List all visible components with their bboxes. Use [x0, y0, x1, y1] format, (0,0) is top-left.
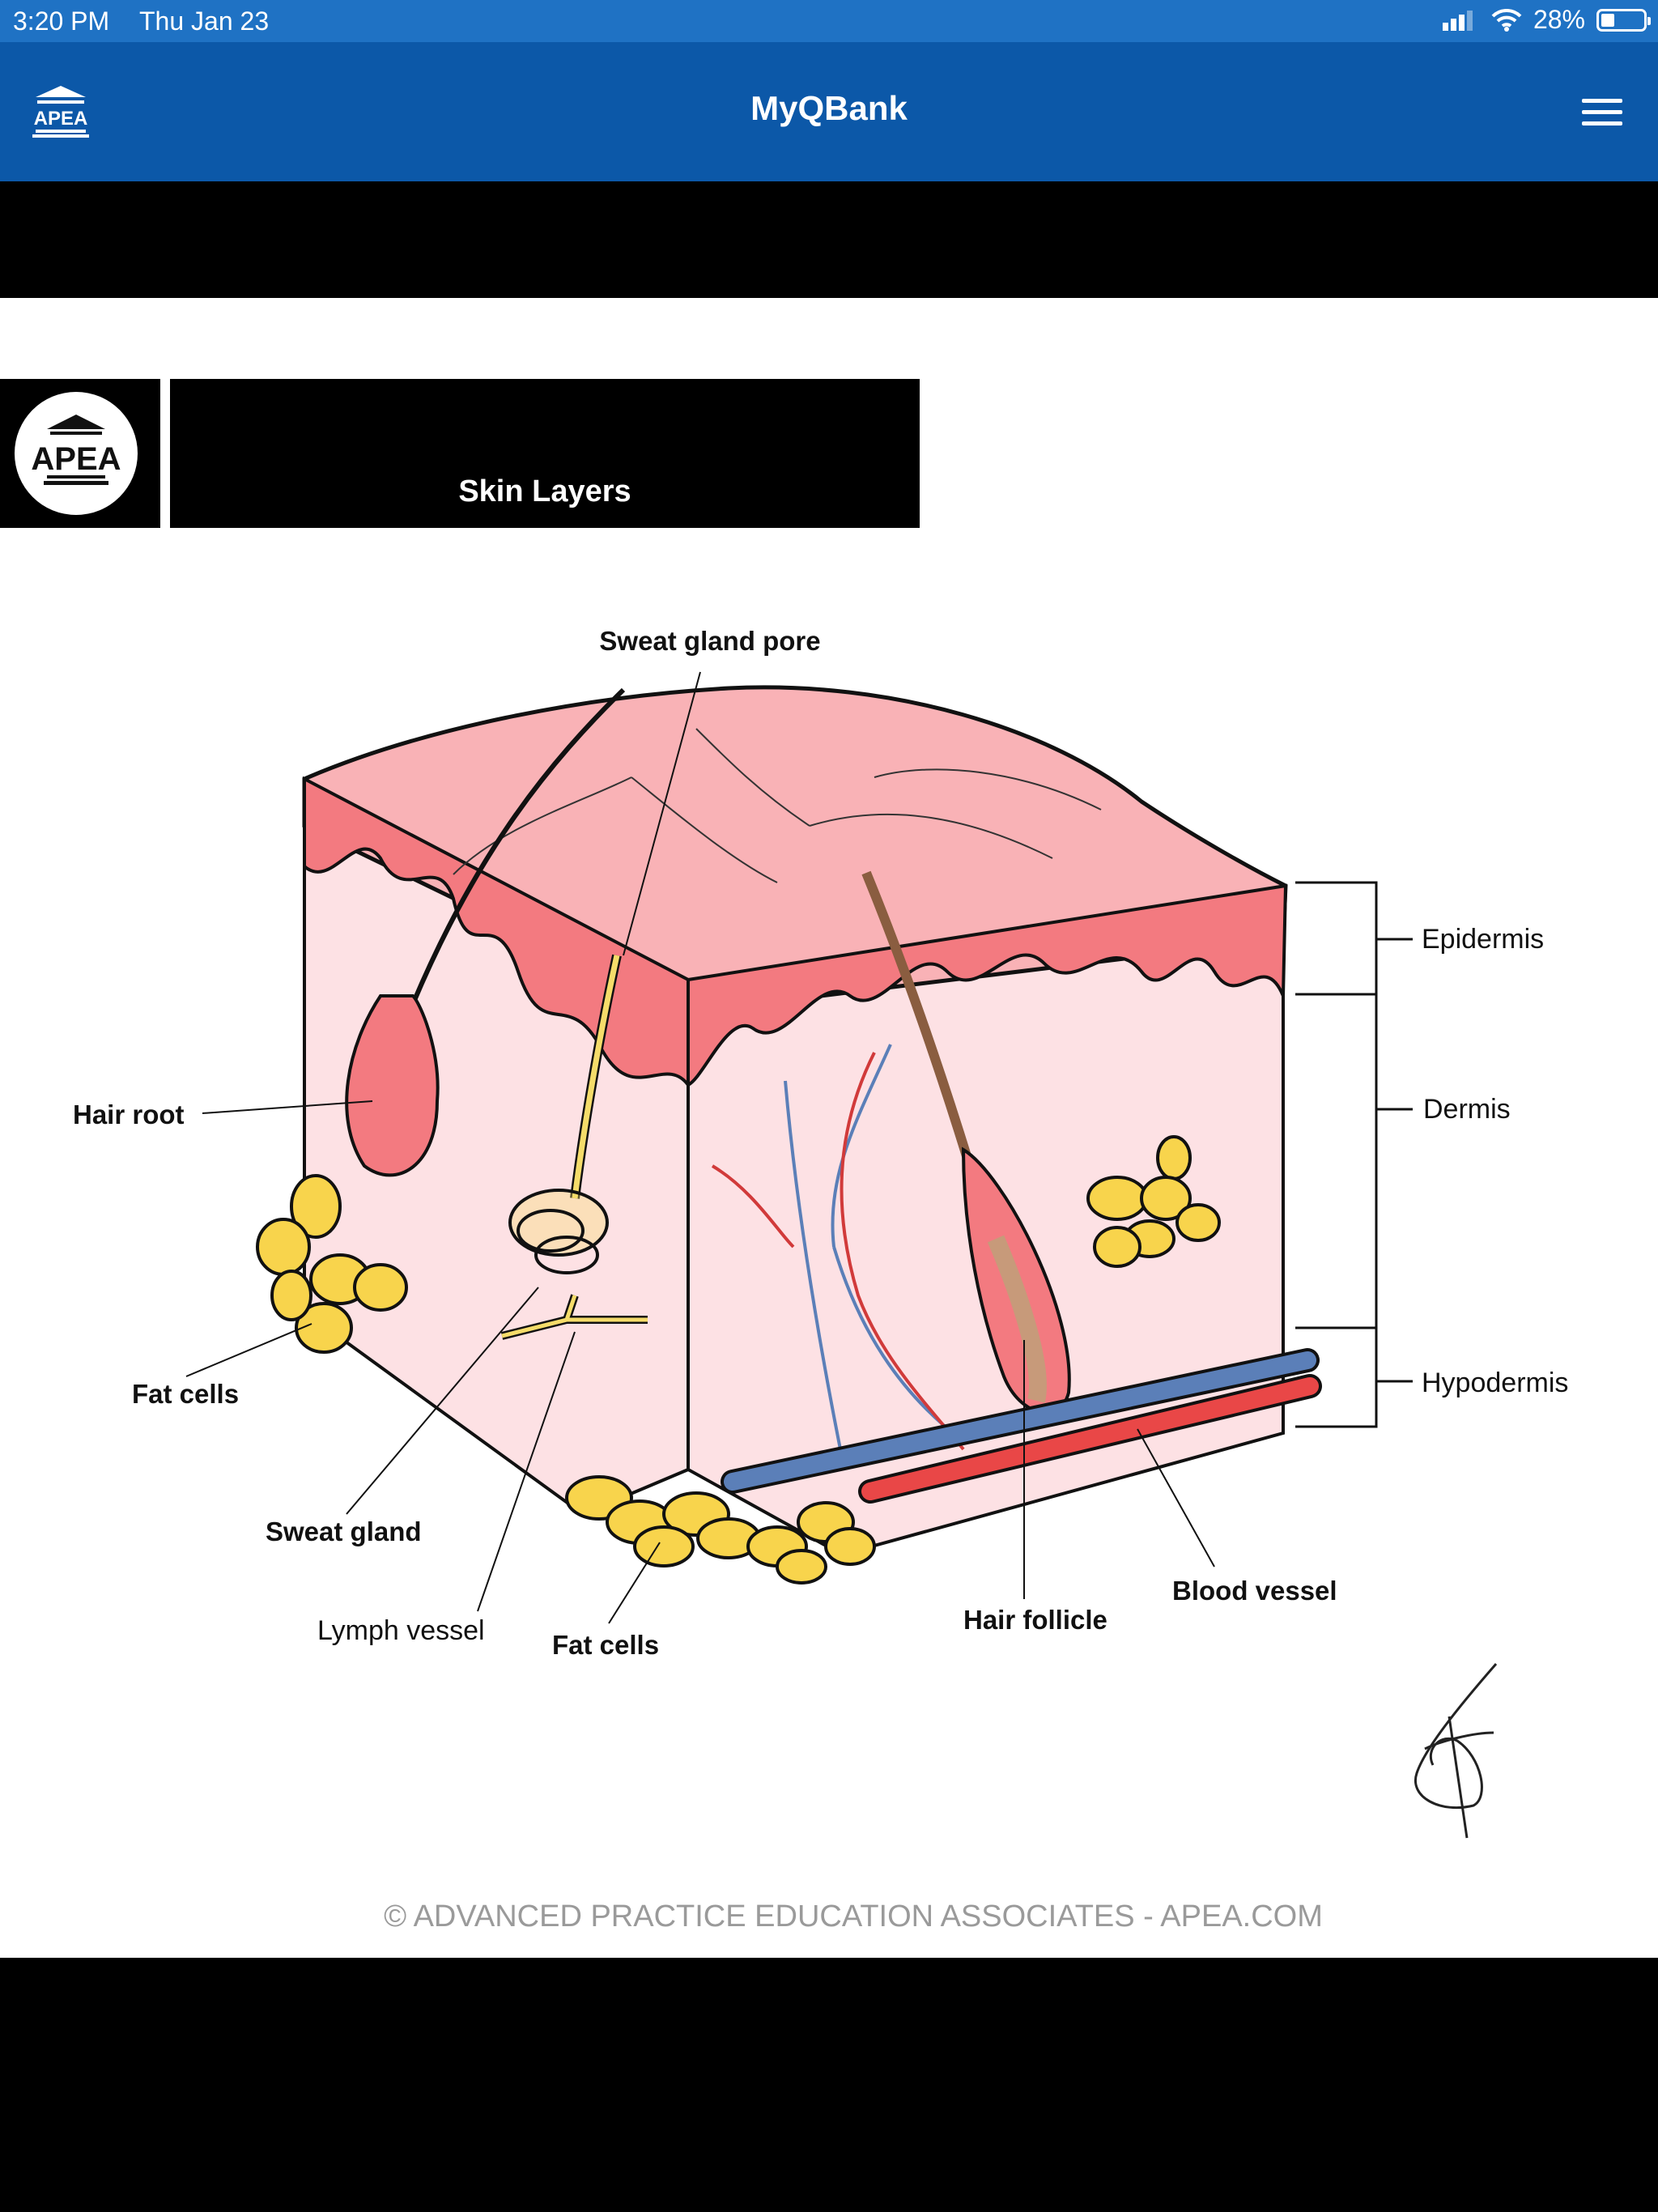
wifi-icon	[1491, 8, 1522, 32]
cellular-signal-icon	[1442, 10, 1473, 31]
label-fat-cells-bottom: Fat cells	[552, 1630, 659, 1660]
label-sweat-gland: Sweat gland	[266, 1516, 422, 1546]
hamburger-menu-icon[interactable]	[1582, 99, 1622, 126]
epidermis-band-left	[303, 776, 690, 1090]
apea-building-logo-icon: APEA	[31, 415, 121, 485]
app-title: MyQBank	[750, 89, 908, 127]
status-indicators: 28%	[1442, 5, 1651, 35]
layer-brackets	[1295, 881, 1413, 1428]
slide-title-bar: Skin Layers	[170, 379, 920, 528]
slide-logo: APEA	[0, 379, 160, 528]
copyright-footer: © ADVANCED PRACTICE EDUCATION ASSOCIATES…	[384, 1899, 1323, 1933]
battery-icon	[1596, 8, 1651, 32]
hair-shaft-left	[410, 687, 626, 1006]
label-hypodermis: Hypodermis	[1422, 1368, 1568, 1398]
label-sweat-gland-pore: Sweat gland pore	[599, 626, 820, 656]
slide-content: APEA Skin Layers	[0, 298, 1658, 1958]
black-banner	[0, 181, 1658, 298]
label-dermis: Dermis	[1423, 1094, 1511, 1125]
status-bar: 3:20 PM Thu Jan 23 28%	[0, 0, 1658, 42]
svg-text:APEA: APEA	[34, 108, 88, 130]
fat-cluster-bottom	[565, 1475, 876, 1585]
status-time: 3:20 PM	[13, 6, 110, 36]
skin-layers-diagram: Sweat gland pore Hair root Fat cells Swe…	[73, 626, 1568, 1839]
battery-percent: 28%	[1533, 5, 1585, 34]
label-lymph-vessel: Lymph vessel	[317, 1615, 485, 1646]
status-date: Thu Jan 23	[139, 6, 270, 36]
svg-text:APEA: APEA	[31, 441, 121, 477]
signature	[1414, 1663, 1498, 1839]
apea-building-logo-icon[interactable]: APEA	[32, 84, 89, 138]
label-hair-follicle: Hair follicle	[963, 1605, 1107, 1635]
epidermis-band-right	[687, 883, 1288, 1088]
label-fat-cells-left: Fat cells	[132, 1379, 239, 1409]
slide-title: Skin Layers	[458, 474, 631, 508]
fat-cluster-left	[256, 1174, 408, 1354]
sweat-gland-coil	[508, 1189, 609, 1274]
label-hair-root: Hair root	[73, 1100, 185, 1129]
fat-cluster-right	[1086, 1135, 1221, 1268]
nav-bar: APEA MyQBank	[0, 42, 1658, 181]
label-epidermis: Epidermis	[1422, 924, 1544, 955]
bottom-black-area	[0, 1958, 1658, 2212]
hair-root	[345, 994, 440, 1177]
label-blood-vessel: Blood vessel	[1172, 1576, 1337, 1606]
